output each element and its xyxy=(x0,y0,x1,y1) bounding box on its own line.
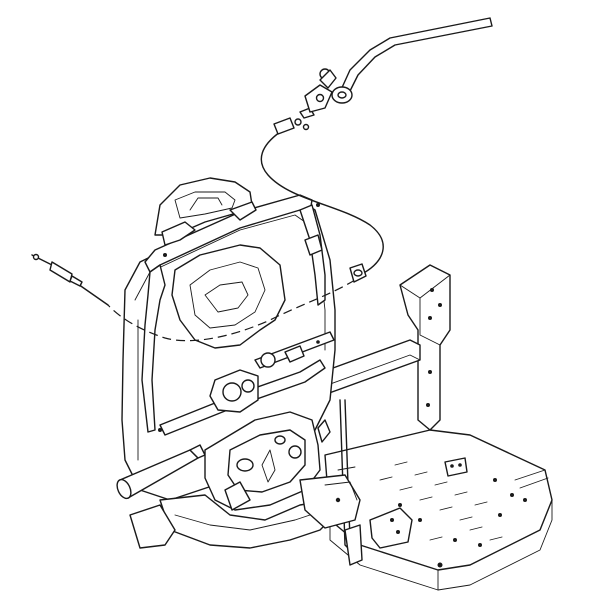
cable-grommet xyxy=(349,263,367,283)
floor-bolt-holes xyxy=(398,478,527,568)
shift-lever xyxy=(331,17,493,104)
mounting-bracket xyxy=(399,264,451,431)
floor-platform xyxy=(324,429,553,591)
lower-frame xyxy=(129,474,413,566)
lever-pivot-bracket xyxy=(304,68,337,113)
cable-end-clip-left xyxy=(31,253,83,287)
seat-frame-tube-lower xyxy=(116,444,206,500)
console-housing xyxy=(204,369,331,511)
cable-end-clip xyxy=(273,107,315,135)
cable-anchor-rod xyxy=(254,331,335,369)
floor-latch-bracket xyxy=(444,457,468,477)
seat-cushion-mold xyxy=(154,177,286,349)
floor-slots xyxy=(379,461,503,541)
